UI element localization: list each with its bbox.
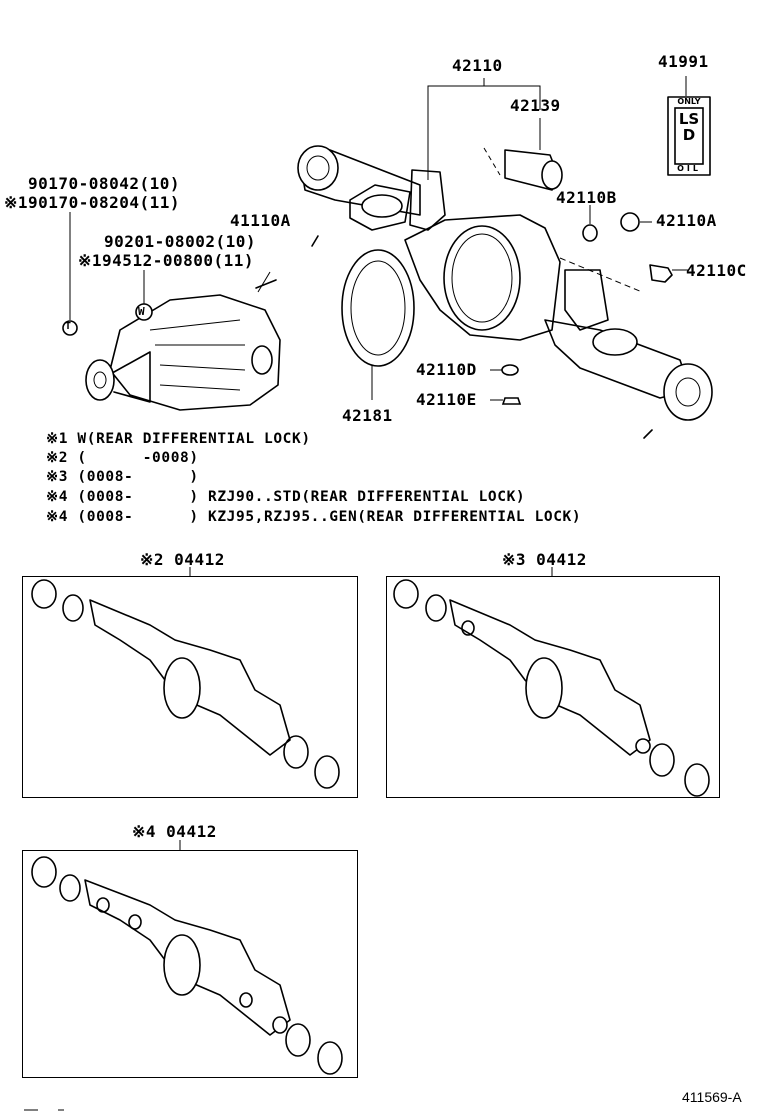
kit-3-box: [386, 576, 720, 798]
note-1: ※1 W(REAR DIFFERENTIAL LOCK): [46, 431, 311, 447]
label-90170-08204: ※190170-08204(11): [4, 193, 181, 212]
w-marker-circle: [135, 303, 153, 321]
kit-4-box: [22, 850, 358, 1078]
lsd-badge-frame: [667, 96, 711, 176]
label-90170-08042: 90170-08042(10): [28, 174, 180, 193]
note-3: ※3 (0008- ): [46, 469, 199, 485]
label-42110: 42110: [452, 56, 503, 75]
note-4: ※4 (0008- ) RZJ90..STD(REAR DIFFERENTIAL…: [46, 489, 526, 505]
note-5: ※4 (0008- ) KZJ95,RZJ95..GEN(REAR DIFFER…: [46, 509, 582, 525]
label-41110a: 41110A: [230, 211, 291, 230]
t-marker-circle: [62, 320, 78, 336]
label-94512-00800: ※194512-00800(11): [78, 251, 255, 270]
kit-3-drawing: [393, 567, 710, 797]
small-parts: [490, 205, 688, 405]
kit-2-label: ※2 04412: [140, 550, 225, 569]
gasket-42181: [341, 249, 415, 400]
label-90201-08002: 90201-08002(10): [104, 232, 256, 251]
label-42110e: 42110E: [416, 390, 477, 409]
t-marker: T: [65, 321, 72, 332]
lsd-only-badge: ONLY LSD OIL: [668, 97, 710, 175]
kit-4-drawing: [31, 840, 343, 1075]
kit-2-drawing: [31, 567, 340, 789]
label-42139: 42139: [510, 96, 561, 115]
kit-4-label: ※4 04412: [132, 822, 217, 841]
axle-housing: [297, 145, 713, 439]
leader-42110: [427, 78, 541, 180]
differential-carrier: [85, 271, 281, 411]
kit-3-label: ※3 04412: [502, 550, 587, 569]
breather-tube-42139: [504, 149, 563, 191]
badge-only-text: ONLY: [677, 97, 701, 106]
label-42110d: 42110D: [416, 360, 477, 379]
label-42110c: 42110C: [686, 261, 747, 280]
note-2: ※2 ( -0008): [46, 450, 199, 466]
illustration-code: 411569-A: [682, 1089, 742, 1105]
badge-lsd-text: LSD: [678, 110, 700, 144]
kit-2-box: [22, 576, 358, 798]
w-marker: W: [138, 305, 146, 318]
label-42110a-right: 42110A: [656, 211, 717, 230]
badge-oil-text: OIL: [677, 164, 701, 173]
label-41991: 41991: [658, 52, 709, 71]
label-42181: 42181: [342, 406, 393, 425]
label-42110b: 42110B: [556, 188, 617, 207]
